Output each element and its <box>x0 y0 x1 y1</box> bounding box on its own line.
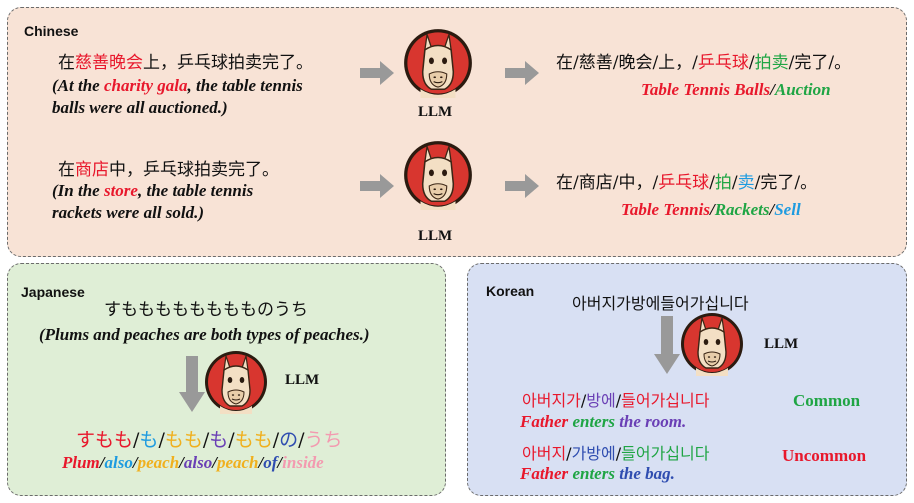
panel-label-chinese: Chinese <box>24 23 79 39</box>
arrow-icon <box>360 174 394 198</box>
cn1-english-line1: (At the charity gala, the table tennis <box>52 76 303 95</box>
panel-label-korean: Korean <box>486 283 535 299</box>
llm-label: LLM <box>285 372 320 388</box>
llama-icon <box>403 140 473 210</box>
cn2-gloss: Table Tennis/Rackets/Sell <box>621 200 801 219</box>
jp-source-sentence: すもももももももものうち <box>104 300 308 320</box>
kr-source-sentence: 아버지가방에들어가십니다 <box>572 294 749 313</box>
llama-icon <box>204 350 268 414</box>
arrow-icon <box>179 356 205 412</box>
cn2-segmentation: 在/商店/中，/乒乓球/拍/卖/完了/。 <box>556 173 818 193</box>
kr-gloss-uncommon: Father enters the bag. <box>520 464 675 483</box>
llama-icon <box>403 28 473 98</box>
kr-segmentation-uncommon: 아버지/가방에/들어가십니다 <box>522 444 710 463</box>
jp-gloss: Plum/also/peach/also/peach/of/inside <box>62 453 324 472</box>
cn1-gloss: Table Tennis Balls/Auction <box>641 80 831 99</box>
cn1-segmentation: 在/慈善/晚会/上，/乒乓球/拍卖/完了/。 <box>556 53 852 73</box>
cn1-english-line2: balls were all auctioned.) <box>52 98 228 117</box>
cn2-english-line1: (In the store, the table tennis <box>52 181 254 200</box>
arrow-icon <box>654 316 680 374</box>
cn1-source-sentence: 在慈善晚会上，乒乓球拍卖完了。 <box>58 53 313 73</box>
cn2-source-sentence: 在商店中，乒乓球拍卖完了。 <box>58 160 279 180</box>
common-badge: Common <box>793 391 861 410</box>
jp-segmentation: すもも/も/もも/も/もも/の/うち <box>76 429 343 451</box>
arrow-icon <box>505 174 539 198</box>
llm-label: LLM <box>418 104 453 120</box>
arrow-icon <box>505 61 539 85</box>
panel-label-japanese: Japanese <box>21 284 85 300</box>
jp-english-translation: (Plums and peaches are both types of pea… <box>39 325 370 344</box>
korean-panel <box>467 263 907 496</box>
llm-label: LLM <box>418 228 453 244</box>
llm-label: LLM <box>764 336 799 352</box>
uncommon-badge: Uncommon <box>782 446 867 465</box>
kr-gloss-common: Father enters the room. <box>520 412 687 431</box>
llama-icon <box>680 312 744 376</box>
kr-segmentation-common: 아버지가/방에/들어가십니다 <box>522 391 710 410</box>
cn2-english-line2: rackets were all sold.) <box>52 203 205 222</box>
arrow-icon <box>360 61 394 85</box>
